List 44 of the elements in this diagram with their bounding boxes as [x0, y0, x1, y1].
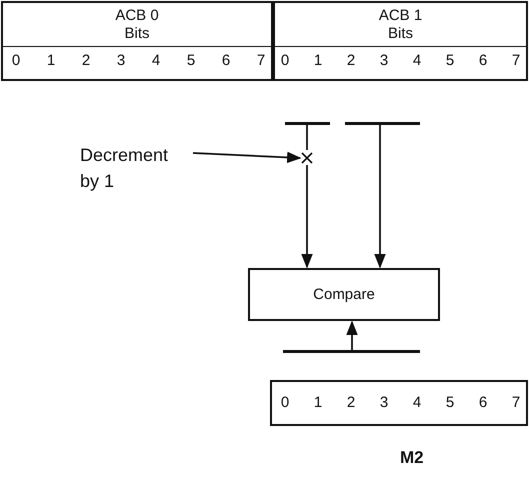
arrow — [346, 320, 358, 350]
bit-number: 1 — [46, 52, 56, 69]
bit-number: 5 — [444, 52, 456, 69]
bit-number: 3 — [378, 52, 390, 69]
register-box — [1, 1, 273, 81]
bracket-bar — [345, 122, 420, 125]
bit-number: 1 — [312, 394, 324, 411]
bit-number: 6 — [478, 52, 488, 69]
bit-number: 0 — [280, 394, 290, 411]
cross-mark — [300, 151, 314, 165]
bit-number: 4 — [150, 52, 162, 69]
header-text: Bits — [388, 25, 413, 42]
register-box — [273, 1, 528, 81]
bit-number: 2 — [346, 52, 356, 69]
bit-number: 7 — [256, 52, 266, 69]
register-name: ACB 0 — [115, 7, 159, 24]
bit-number: 4 — [412, 52, 422, 69]
bit-number: 0 — [280, 52, 290, 69]
register-caption: M2 — [400, 448, 424, 468]
process-box — [248, 268, 440, 321]
bit-number: 1 — [312, 52, 324, 69]
connector-line — [306, 125, 308, 150]
bit-number: 5 — [444, 394, 456, 411]
bit-number: 7 — [510, 52, 522, 69]
register-name: ACB 1 — [378, 7, 422, 24]
bit-number: 2 — [80, 52, 92, 69]
register-box — [270, 380, 528, 426]
box-label: Compare — [313, 286, 375, 303]
bit-number: 3 — [378, 394, 390, 411]
arrow — [374, 125, 386, 268]
note-text: Decrement by 1 — [80, 144, 170, 193]
bit-number: 7 — [510, 394, 522, 411]
bit-number: 2 — [346, 394, 356, 411]
bit-number: 3 — [116, 52, 126, 69]
bit-number: 6 — [220, 52, 232, 69]
header-text: Bits — [124, 25, 150, 42]
arrow — [192, 152, 302, 164]
bit-number: 0 — [10, 52, 22, 69]
bit-number: 5 — [186, 52, 196, 69]
bit-number: 4 — [412, 394, 422, 411]
arrow — [301, 165, 313, 268]
bit-number: 6 — [478, 394, 488, 411]
bracket-bar — [283, 350, 420, 353]
bracket-bar — [285, 122, 330, 125]
